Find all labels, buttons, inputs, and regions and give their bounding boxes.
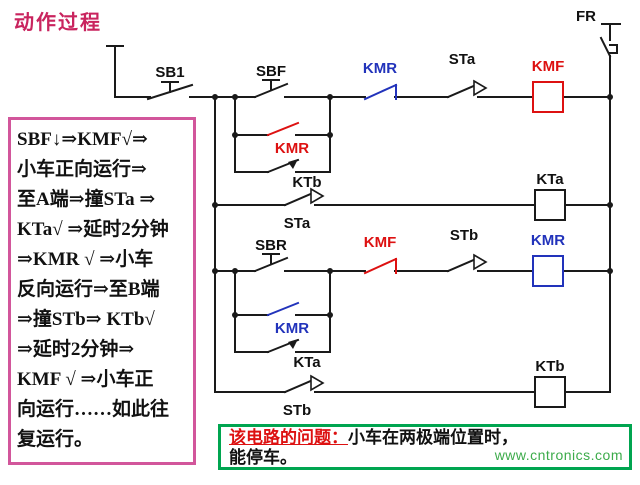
rung1-parallel-branches: [234, 96, 331, 173]
kmf-interlock-contact: KMF: [363, 234, 398, 275]
sb1-symbol: [146, 81, 194, 101]
rung1-hold-blade: [266, 121, 300, 137]
sta-label-rung2: STa: [284, 215, 311, 232]
sta2-blade: [283, 191, 315, 207]
ktb-timed-label: KTb: [292, 174, 321, 191]
kta-coil-label: KTa: [536, 171, 564, 188]
kmf-interlock-symbol: [363, 257, 398, 275]
sbr-symbol: [253, 253, 289, 273]
kta-timed-arrow-icon: [288, 339, 298, 349]
ktb-timed-arrow-icon: [288, 159, 298, 169]
kmr-interlock-symbol: [363, 83, 398, 101]
problem-label: 该电路的问题：: [229, 428, 348, 447]
ktb-coil-box: [534, 376, 566, 408]
sb1-label: SB1: [155, 64, 184, 81]
stb-limit-contact-rung4: STb: [283, 374, 325, 419]
sbf-symbol: [253, 79, 289, 99]
fr-blade: [599, 36, 612, 58]
kmf-coil: KMF: [532, 58, 565, 113]
ktb-coil: KTb: [534, 358, 566, 408]
stb4-roller-icon: [310, 374, 325, 392]
rung3-parallel-branches: [234, 270, 331, 353]
sta-limit-contact-rung2: STa: [283, 187, 325, 232]
sbr-reverse-button: SBR: [253, 237, 289, 273]
rung1-hold-contact: KMR: [266, 121, 309, 157]
sta-blade: [446, 83, 478, 99]
sta2-roller-icon: [310, 187, 325, 205]
stb4-blade: [283, 378, 315, 394]
page-title: 动作过程: [14, 12, 102, 34]
right-supply-rail: [601, 23, 621, 393]
rung3-hold-blade: [266, 301, 300, 317]
left-supply-rail: [106, 45, 124, 98]
sta-limit-contact-rung1: STa: [446, 51, 488, 99]
rung3-hold-label: KMR: [275, 320, 309, 337]
problem-text-line2: 能停车。: [229, 448, 297, 467]
kta-timed-label: KTa: [293, 354, 321, 371]
kmf-interlock-label: KMF: [364, 234, 397, 251]
fr-overload-contact: FR: [576, 8, 618, 58]
wires: [106, 23, 621, 393]
stb-label-rung4: STb: [283, 402, 311, 419]
sta-label-rung1: STa: [449, 51, 476, 68]
process-text: SBF↓⇒KMF√⇒ 小车正向运行⇒ 至A端⇒撞STa ⇒ KTa√ ⇒延时2分…: [17, 129, 170, 450]
problem-text-line1: 小车在两极端位置时，: [348, 428, 518, 447]
problem-box: 该电路的问题：小车在两极端位置时， 能停车。 www.cntronics.com: [218, 424, 632, 470]
watermark: www.cntronics.com: [494, 447, 623, 463]
fr-element: [609, 44, 618, 54]
kmr-interlock-contact: KMR: [363, 60, 398, 101]
sb1-stop-button: SB1: [146, 64, 194, 101]
kmr-interlock-label: KMR: [363, 60, 397, 77]
stb-limit-contact-rung3: STb: [446, 227, 488, 273]
kta-coil-box: [534, 189, 566, 221]
stb-roller-icon: [473, 253, 488, 271]
kmr-coil: KMR: [531, 232, 565, 287]
sbr-label: SBR: [255, 237, 287, 254]
junction-dots: [212, 94, 613, 318]
ktb-timed-contact: KTb: [266, 158, 322, 191]
kmr-coil-box: [532, 255, 564, 287]
process-description-box: SBF↓⇒KMF√⇒ 小车正向运行⇒ 至A端⇒撞STa ⇒ KTa√ ⇒延时2分…: [8, 117, 196, 465]
stb-label-rung3: STb: [450, 227, 478, 244]
sta-roller-icon: [473, 79, 488, 97]
ktb-coil-label: KTb: [535, 358, 564, 375]
sbf-label: SBF: [256, 63, 286, 80]
kmr-coil-label: KMR: [531, 232, 565, 249]
stb-blade: [446, 257, 478, 273]
rung3-hold-contact: KMR: [266, 301, 309, 337]
kmf-coil-box: [532, 81, 564, 113]
fr-label: FR: [576, 8, 596, 25]
kmf-coil-label: KMF: [532, 58, 565, 75]
kta-coil: KTa: [534, 171, 566, 221]
sbf-forward-button: SBF: [253, 63, 289, 99]
kta-timed-contact: KTa: [266, 338, 321, 371]
rung1-hold-label: KMR: [275, 140, 309, 157]
